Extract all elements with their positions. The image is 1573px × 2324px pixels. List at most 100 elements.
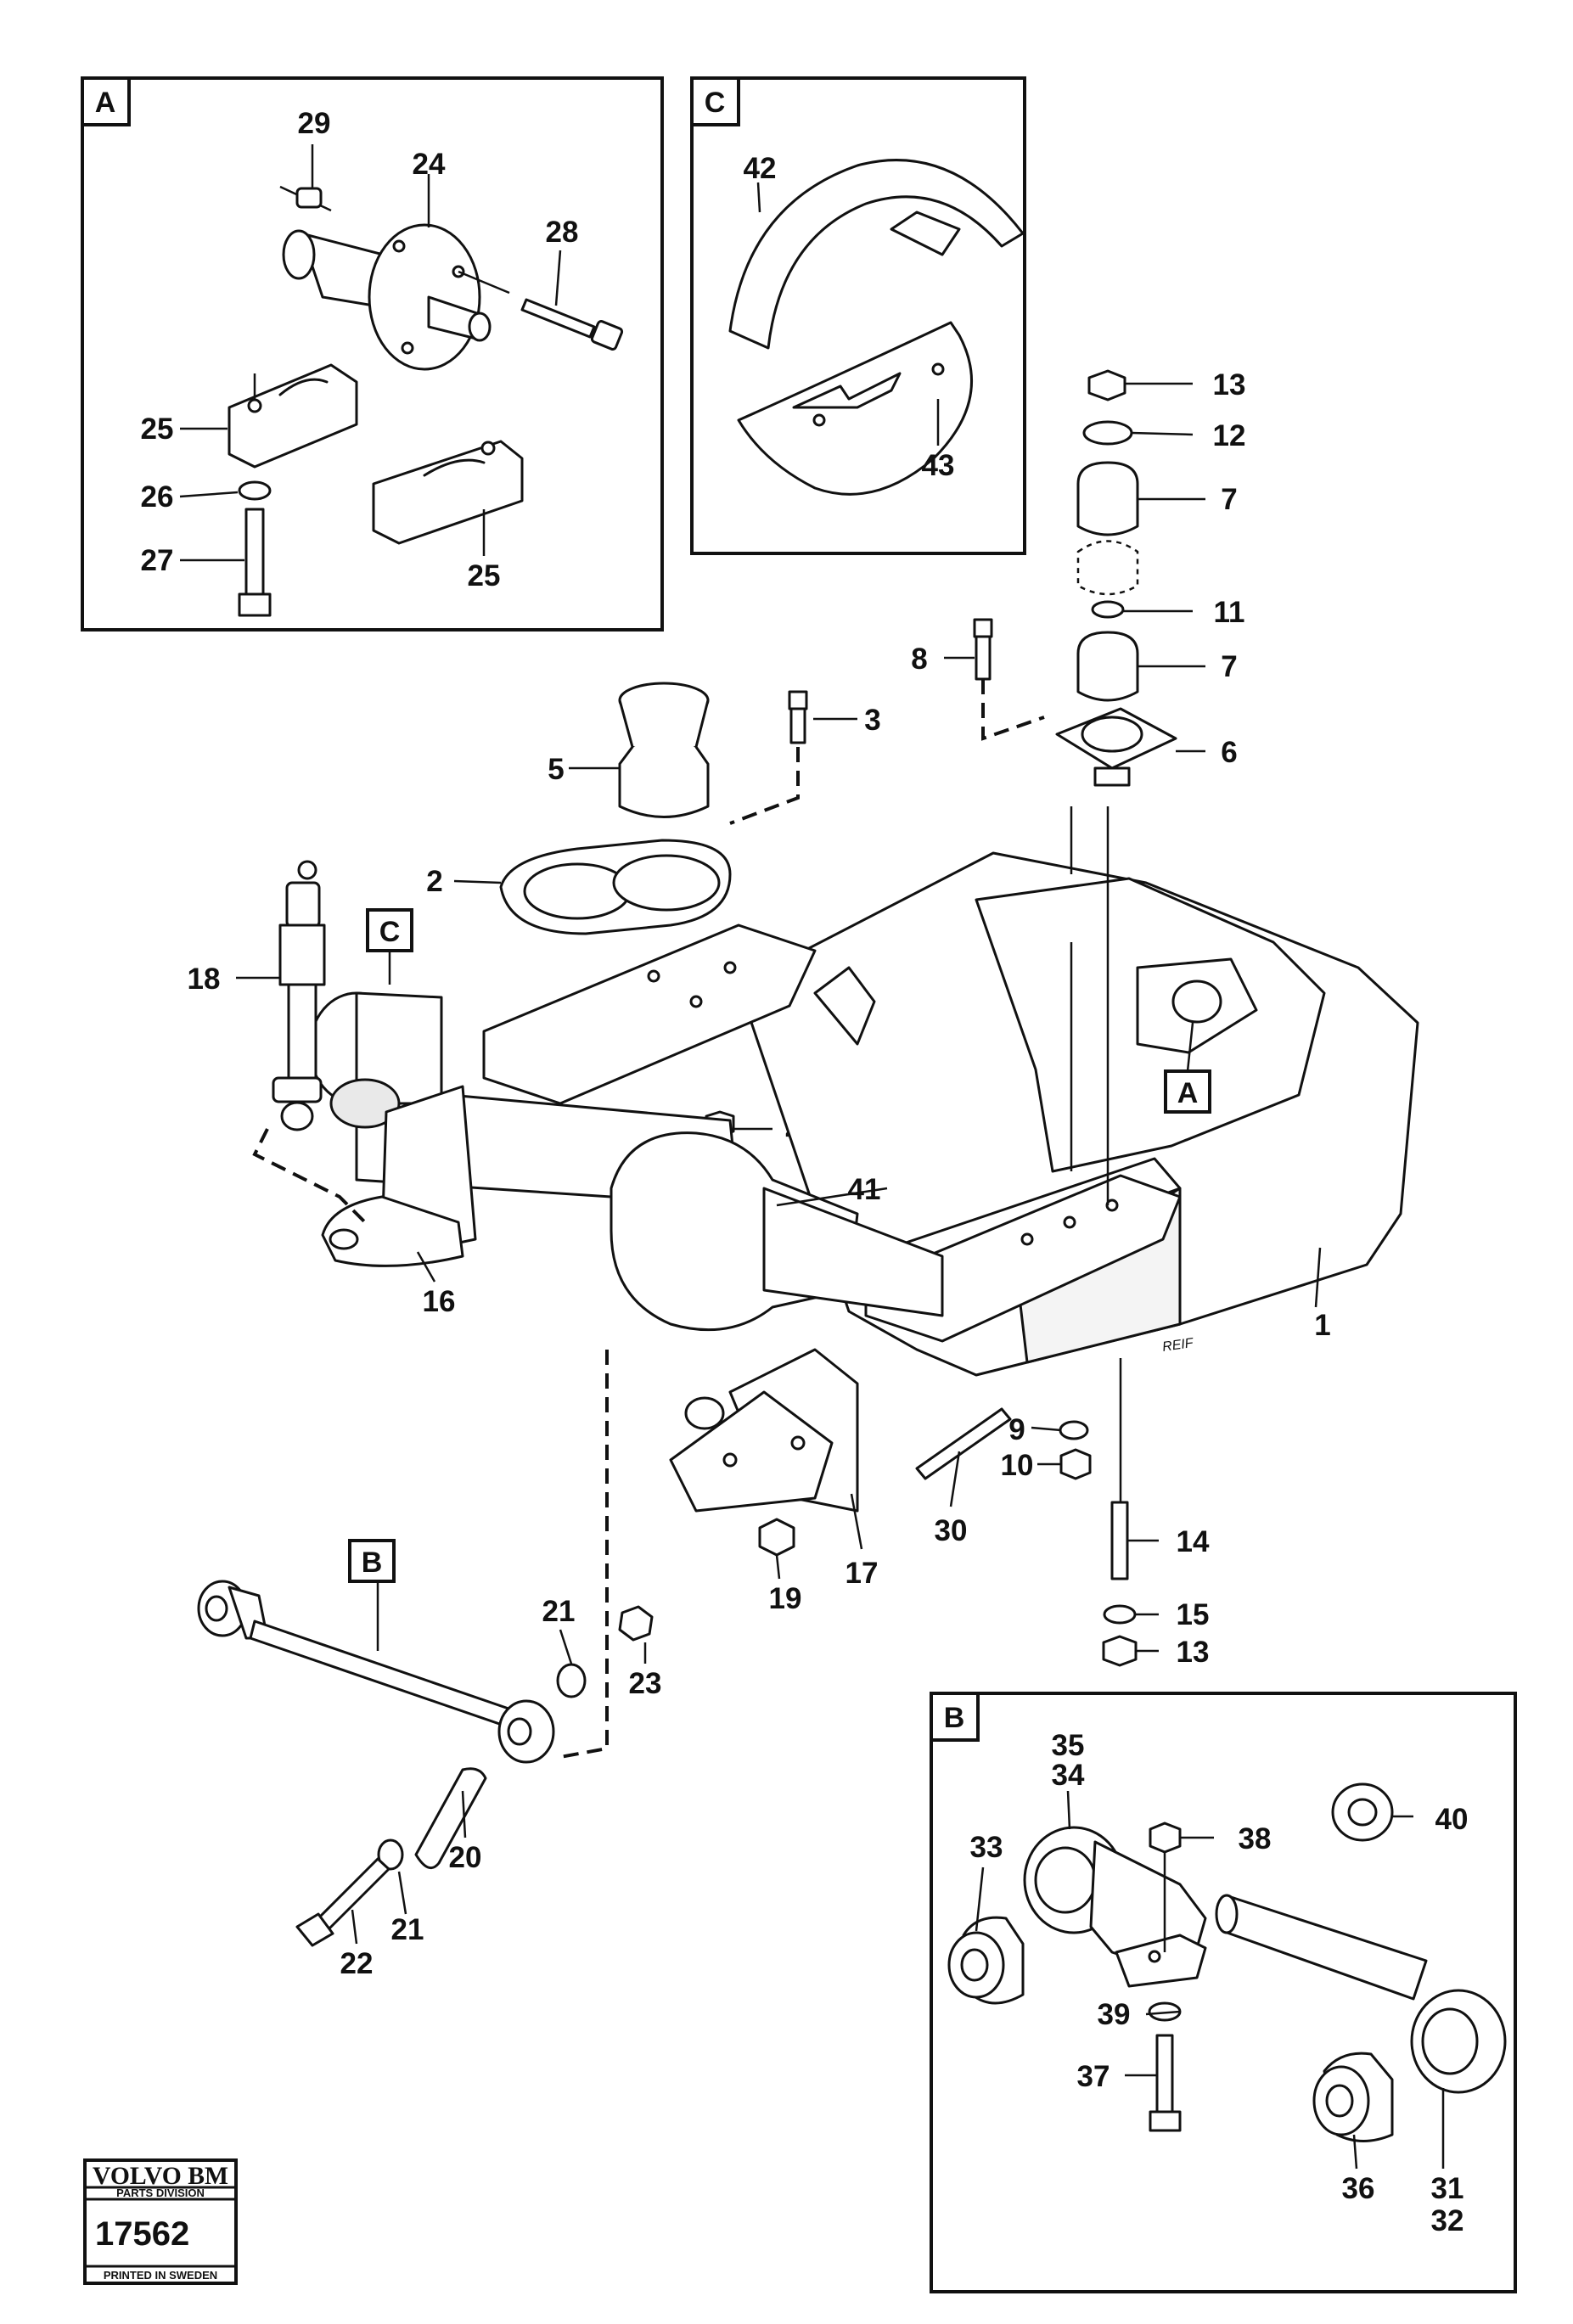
inset-a-letter: A xyxy=(95,87,116,119)
dashed-mount-part xyxy=(1076,540,1139,596)
stamp-brand: VOLVO BM xyxy=(93,2162,228,2190)
label-34: 34 xyxy=(1052,1759,1085,1792)
stamp-division: PARTS DIVISION xyxy=(116,2186,205,2199)
inset-c: C 42 43 xyxy=(690,76,1026,555)
label-35: 35 xyxy=(1052,1729,1085,1762)
label-18: 18 xyxy=(188,963,221,996)
plate-43-part xyxy=(737,321,974,496)
bolt-8-part xyxy=(973,618,993,681)
washer-12-part xyxy=(1082,420,1133,446)
inset-a-tag-box xyxy=(81,76,131,126)
frame-tag-b-box xyxy=(348,1539,396,1583)
label-25a: 25 xyxy=(141,413,174,446)
label-30: 30 xyxy=(935,1514,968,1547)
leader-12 xyxy=(1131,431,1194,436)
nut-13-top-part xyxy=(1087,369,1126,401)
label-10: 10 xyxy=(1001,1449,1034,1482)
label-13a: 13 xyxy=(1213,368,1246,401)
label-17: 17 xyxy=(845,1557,879,1590)
leader-20 xyxy=(461,1790,467,1838)
inset-b-frame xyxy=(930,1692,1517,2293)
frame-tag-b: B xyxy=(362,1547,383,1579)
leader-42 xyxy=(756,182,761,213)
washer-15-part xyxy=(1103,1604,1137,1625)
label-36: 36 xyxy=(1342,2172,1375,2205)
clamp-block-25b-part xyxy=(372,440,524,545)
inset-a: A xyxy=(81,76,664,632)
frame-note: REIF xyxy=(1161,1336,1195,1355)
label-3: 3 xyxy=(864,704,880,737)
leader-19 xyxy=(775,1554,781,1580)
leader-1 xyxy=(1314,1247,1322,1308)
clamp-block-25a-part xyxy=(228,363,358,469)
label-22: 22 xyxy=(340,1947,374,1980)
label-19: 19 xyxy=(769,1582,802,1615)
leader-9 xyxy=(1031,1426,1062,1432)
label-1: 1 xyxy=(1314,1309,1330,1342)
label-11: 11 xyxy=(1214,596,1245,629)
label-7a: 7 xyxy=(1221,483,1237,516)
inset-b: B xyxy=(930,1692,1517,2293)
label-2: 2 xyxy=(426,865,442,898)
bolt-3-part xyxy=(788,690,808,744)
label-41: 41 xyxy=(848,1173,881,1206)
axle-41-part xyxy=(308,991,944,1332)
shield-42-part xyxy=(728,159,1025,350)
stamp-number: 17562 xyxy=(95,2215,189,2253)
nut-23-part xyxy=(618,1605,654,1642)
inset-a-frame xyxy=(81,76,664,632)
label-21a: 21 xyxy=(542,1595,576,1628)
nut-13-bottom-part xyxy=(1102,1635,1138,1667)
leader-36 xyxy=(1352,2134,1358,2170)
rod-tube-part xyxy=(1215,1894,1428,2001)
tie-rod-part xyxy=(197,1580,555,1764)
mount-plate-2-part xyxy=(499,839,732,935)
volvo-bm-stamp: VOLVO BM PARTS DIVISION 17562 PRINTED IN… xyxy=(83,2158,238,2285)
frame-tag-c: C xyxy=(379,916,401,948)
label-8: 8 xyxy=(911,643,927,676)
leader-39 xyxy=(1145,2010,1181,2016)
label-5: 5 xyxy=(548,753,564,786)
leader-21b xyxy=(397,1871,407,1915)
shock-18-part xyxy=(272,860,326,1131)
leader-2 xyxy=(453,879,502,884)
label-16: 16 xyxy=(423,1285,456,1318)
label-40: 40 xyxy=(1435,1803,1469,1836)
label-7b: 7 xyxy=(1221,650,1237,683)
bolt-27-part xyxy=(238,508,272,617)
inset-c-frame xyxy=(690,76,1026,555)
label-13b: 13 xyxy=(1177,1636,1210,1669)
eye-housing-34-part xyxy=(1023,1826,1207,1988)
label-9: 9 xyxy=(1008,1413,1025,1446)
label-20: 20 xyxy=(449,1841,482,1874)
leader-16 xyxy=(416,1251,436,1283)
leader-17 xyxy=(850,1493,863,1550)
leader-30 xyxy=(949,1451,961,1507)
leader-tag-a xyxy=(1186,1022,1194,1072)
nut-29-part xyxy=(279,185,332,212)
nut-10-part xyxy=(1059,1448,1092,1480)
label-28: 28 xyxy=(546,216,579,249)
leader-35-34 xyxy=(1066,1790,1071,1830)
bumper-5-part xyxy=(618,682,710,818)
eye-31-part xyxy=(1410,1989,1507,2094)
leader-22 xyxy=(351,1909,358,1945)
bolt-22-part xyxy=(295,1857,390,1947)
label-39: 39 xyxy=(1098,1998,1131,2031)
inset-b-tag-box xyxy=(930,1692,980,1742)
frame-assembly: C A REIF 41 1 16 17 30 19 9 10 14 xyxy=(188,806,1419,1669)
label-26: 26 xyxy=(141,480,174,514)
washer-26-part xyxy=(238,480,272,501)
washer-9-part xyxy=(1059,1420,1089,1440)
inset-c-tag-box xyxy=(690,76,740,126)
label-14: 14 xyxy=(1177,1525,1210,1558)
label-37: 37 xyxy=(1077,2060,1110,2093)
label-38: 38 xyxy=(1239,1822,1272,1855)
leader-33 xyxy=(975,1866,985,1932)
dash-8-to-6 xyxy=(981,679,1045,741)
leader-26 xyxy=(179,491,239,498)
rubber-mount-7b-part xyxy=(1076,631,1139,702)
label-23: 23 xyxy=(629,1667,662,1700)
label-25b: 25 xyxy=(468,559,501,592)
